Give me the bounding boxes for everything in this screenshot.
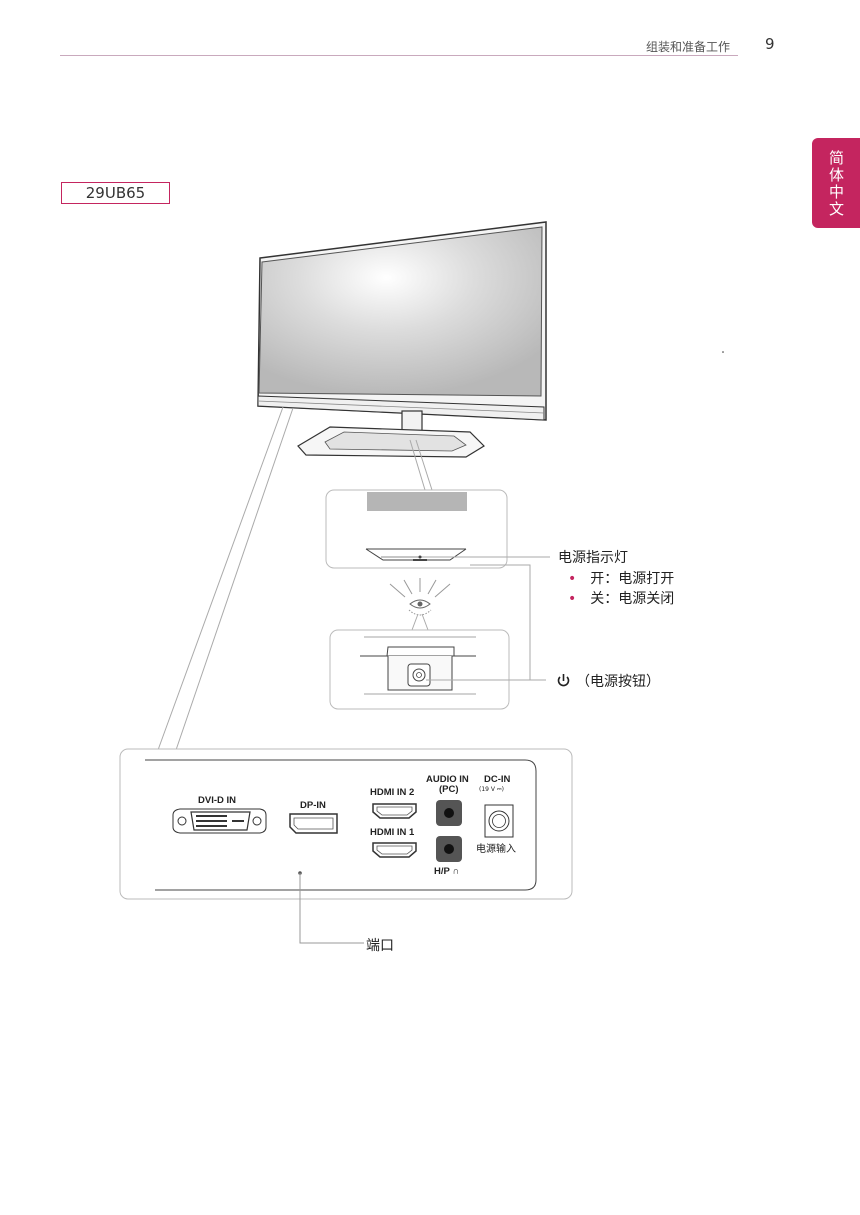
dvi-label: DVI-D IN [198,795,236,806]
dp-label: DP-IN [300,800,326,811]
headphone-label: H/P ∩ [434,866,459,877]
dc-in-port [484,804,514,838]
power-indicator-off: •关：电源关闭 [568,591,675,607]
language-tab: 简体中文 [812,138,860,228]
audio-in-jack [436,800,462,826]
stray-dot [722,351,724,353]
dc-in-voltage-label: (19 V ⎓) [479,786,505,793]
power-button-detail [329,629,510,710]
power-indicator-title: 电源指示灯 [558,550,628,566]
section-title: 组装和准备工作 [646,40,731,54]
headphone-label-text: H/P [434,866,450,877]
hdmi2-port [372,803,417,819]
hdmi2-label: HDMI IN 2 [370,787,415,798]
leader-line [421,613,429,631]
power-indicator-off-text: 关：电源关闭 [590,591,675,607]
headphone-icon: ∩ [452,866,460,877]
ports-label: 端口 [366,938,394,954]
page-number: 9 [765,35,775,53]
model-label: 29UB65 [61,182,170,204]
indicator-detail [325,489,508,569]
leader-line [175,407,294,751]
audio-in-label: AUDIO IN [426,774,469,785]
dvi-port [172,808,267,834]
ports-leader [298,871,364,944]
leader-line [409,439,426,491]
leader-line [415,439,433,491]
header-line [60,55,738,56]
power-indicator-on: •开：电源打开 [568,571,675,587]
power-icon [557,674,570,687]
hdmi1-label: HDMI IN 1 [370,827,415,838]
power-indicator-leader-2 [470,564,531,680]
language-tab-label: 简体中文 [827,150,845,218]
monitor [257,221,547,458]
port-panel [119,748,573,900]
hdmi1-port [372,842,417,858]
eye-icon [389,578,451,616]
audio-in-sub-label: (PC) [439,784,459,795]
leader-line [411,613,419,631]
headphone-jack [436,836,462,862]
dp-port [289,813,338,834]
power-input-label: 电源输入 [476,844,516,855]
leader-line [157,406,284,751]
power-indicator-on-text: 开：电源打开 [590,571,675,587]
power-button-label: （电源按钮） [576,674,660,690]
dc-in-label: DC-IN [484,774,511,785]
